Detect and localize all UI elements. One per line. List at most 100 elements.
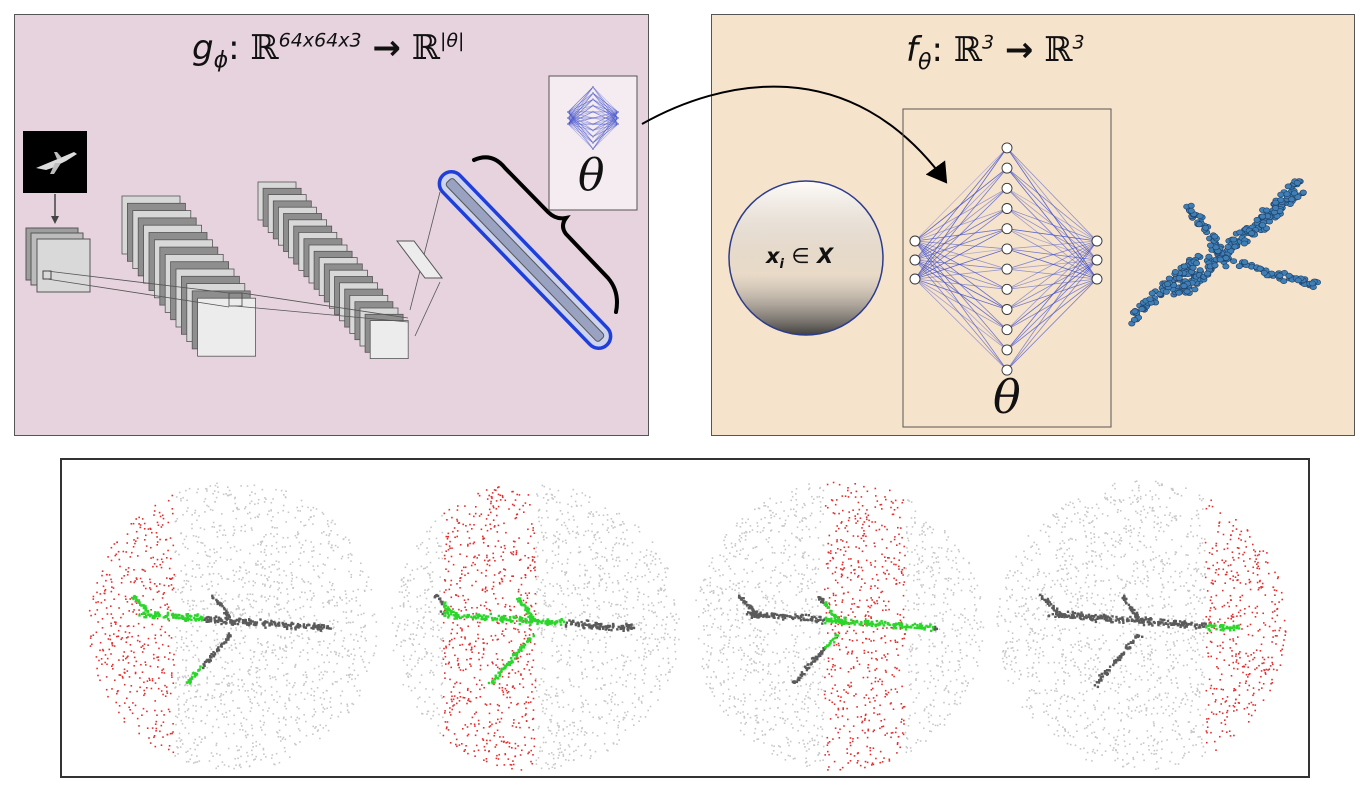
slice-point-gray	[208, 760, 211, 762]
slice-point-red	[486, 554, 488, 557]
slice-point-gray	[538, 509, 541, 511]
slice-point-red	[166, 557, 168, 559]
network-edge	[592, 92, 619, 113]
slice-point-gray	[618, 721, 620, 723]
plane-point-dark	[290, 627, 293, 630]
slice-point-red	[502, 496, 504, 499]
slice-point-gray	[975, 609, 977, 612]
slice-point-gray	[233, 639, 236, 641]
slice-point-gray	[306, 642, 309, 644]
slice-point-gray	[233, 723, 236, 725]
slice-point-gray	[367, 576, 370, 578]
slice-point-gray	[598, 604, 600, 607]
slice-point-red	[468, 644, 471, 646]
slice-point-gray	[305, 674, 308, 676]
slice-point-gray	[403, 584, 405, 587]
slice-point-red	[508, 706, 510, 709]
slice-point-gray	[616, 556, 618, 559]
slice-point-gray	[334, 633, 336, 636]
slice-point-red	[531, 683, 533, 686]
slice-point-gray	[571, 721, 574, 724]
plane-point-dark	[588, 625, 591, 629]
slice-point-gray	[248, 627, 251, 629]
slice-point-gray	[272, 713, 275, 715]
slice-point-gray	[557, 489, 560, 492]
slice-point-gray	[667, 633, 669, 635]
slice-point-gray	[642, 642, 644, 645]
slice-point-gray	[615, 559, 617, 562]
slice-point-red	[479, 688, 481, 691]
slice-point-red	[98, 659, 100, 662]
slice-point-gray	[233, 545, 236, 548]
slice-point-red	[443, 591, 446, 594]
slice-point-gray	[220, 703, 222, 705]
slice-point-gray	[595, 552, 597, 554]
slice-point-red	[492, 639, 494, 641]
slice-point-gray	[584, 494, 587, 497]
slice-point-gray	[567, 613, 570, 615]
slice-point-red	[173, 653, 175, 656]
slice-point-red	[126, 601, 129, 603]
plane-point-dark	[225, 641, 228, 644]
slice-point-gray	[737, 649, 740, 652]
slice-point-red	[157, 659, 160, 661]
plane-point-green	[183, 619, 187, 622]
slice-point-red	[509, 696, 511, 699]
slice-point-red	[127, 662, 130, 664]
slice-point-gray	[550, 721, 552, 723]
slice-point-gray	[604, 507, 607, 509]
slice-point-gray	[630, 576, 633, 579]
slice-point-gray	[253, 655, 255, 658]
plane-point-dark	[625, 622, 628, 625]
slice-point-gray	[182, 659, 184, 661]
cloud-point	[1285, 272, 1293, 279]
slice-point-red	[459, 696, 462, 698]
slice-point-gray	[290, 629, 293, 632]
slice-point-gray	[909, 645, 912, 648]
slice-point-red	[530, 570, 532, 572]
slice-point-gray	[424, 567, 427, 569]
slice-point-gray	[217, 486, 219, 488]
slice-point-gray	[264, 585, 266, 587]
plane-point-green	[201, 619, 204, 622]
slice-point-gray	[540, 651, 543, 654]
slice-point-gray	[252, 584, 255, 587]
slice-point-gray	[608, 572, 610, 575]
slice-point-red	[138, 516, 140, 519]
slice-point-gray	[639, 551, 642, 553]
slice-point-red	[116, 692, 118, 695]
slice-point-gray	[409, 658, 411, 660]
slice-point-gray	[542, 617, 545, 620]
slice-point-red	[453, 527, 456, 529]
slice-point-gray	[225, 593, 227, 595]
slice-point-gray	[265, 600, 268, 602]
slice-point-gray	[233, 615, 235, 618]
slice-point-gray	[208, 710, 211, 712]
slice-point-gray	[211, 509, 214, 512]
slice-point-gray	[612, 546, 614, 549]
slice-point-gray	[331, 544, 333, 546]
slice-point-gray	[647, 604, 650, 606]
slice-point-gray	[285, 650, 287, 652]
plane-point-green	[532, 634, 535, 638]
slice-point-gray	[257, 543, 259, 545]
slice-point-gray	[269, 677, 272, 680]
slice-point-red	[127, 571, 129, 573]
slice-point-gray	[329, 717, 332, 720]
slice-point-red	[163, 584, 166, 587]
slice-point-gray	[611, 695, 613, 698]
slice-point-gray	[605, 547, 607, 550]
slice-point-red	[462, 523, 464, 526]
network-node	[1091, 254, 1103, 266]
slice-point-red	[449, 640, 451, 642]
slice-point-gray	[417, 659, 419, 662]
slice-point-gray	[249, 494, 251, 497]
slice-point-gray	[313, 515, 315, 517]
slice-point-red	[514, 747, 517, 750]
plane-point-dark	[607, 628, 611, 631]
slice-point-gray	[409, 579, 412, 582]
network-node	[1001, 283, 1013, 295]
slice-point-gray	[196, 690, 198, 693]
slice-point-gray	[188, 690, 190, 692]
slice-point-gray	[211, 566, 213, 568]
